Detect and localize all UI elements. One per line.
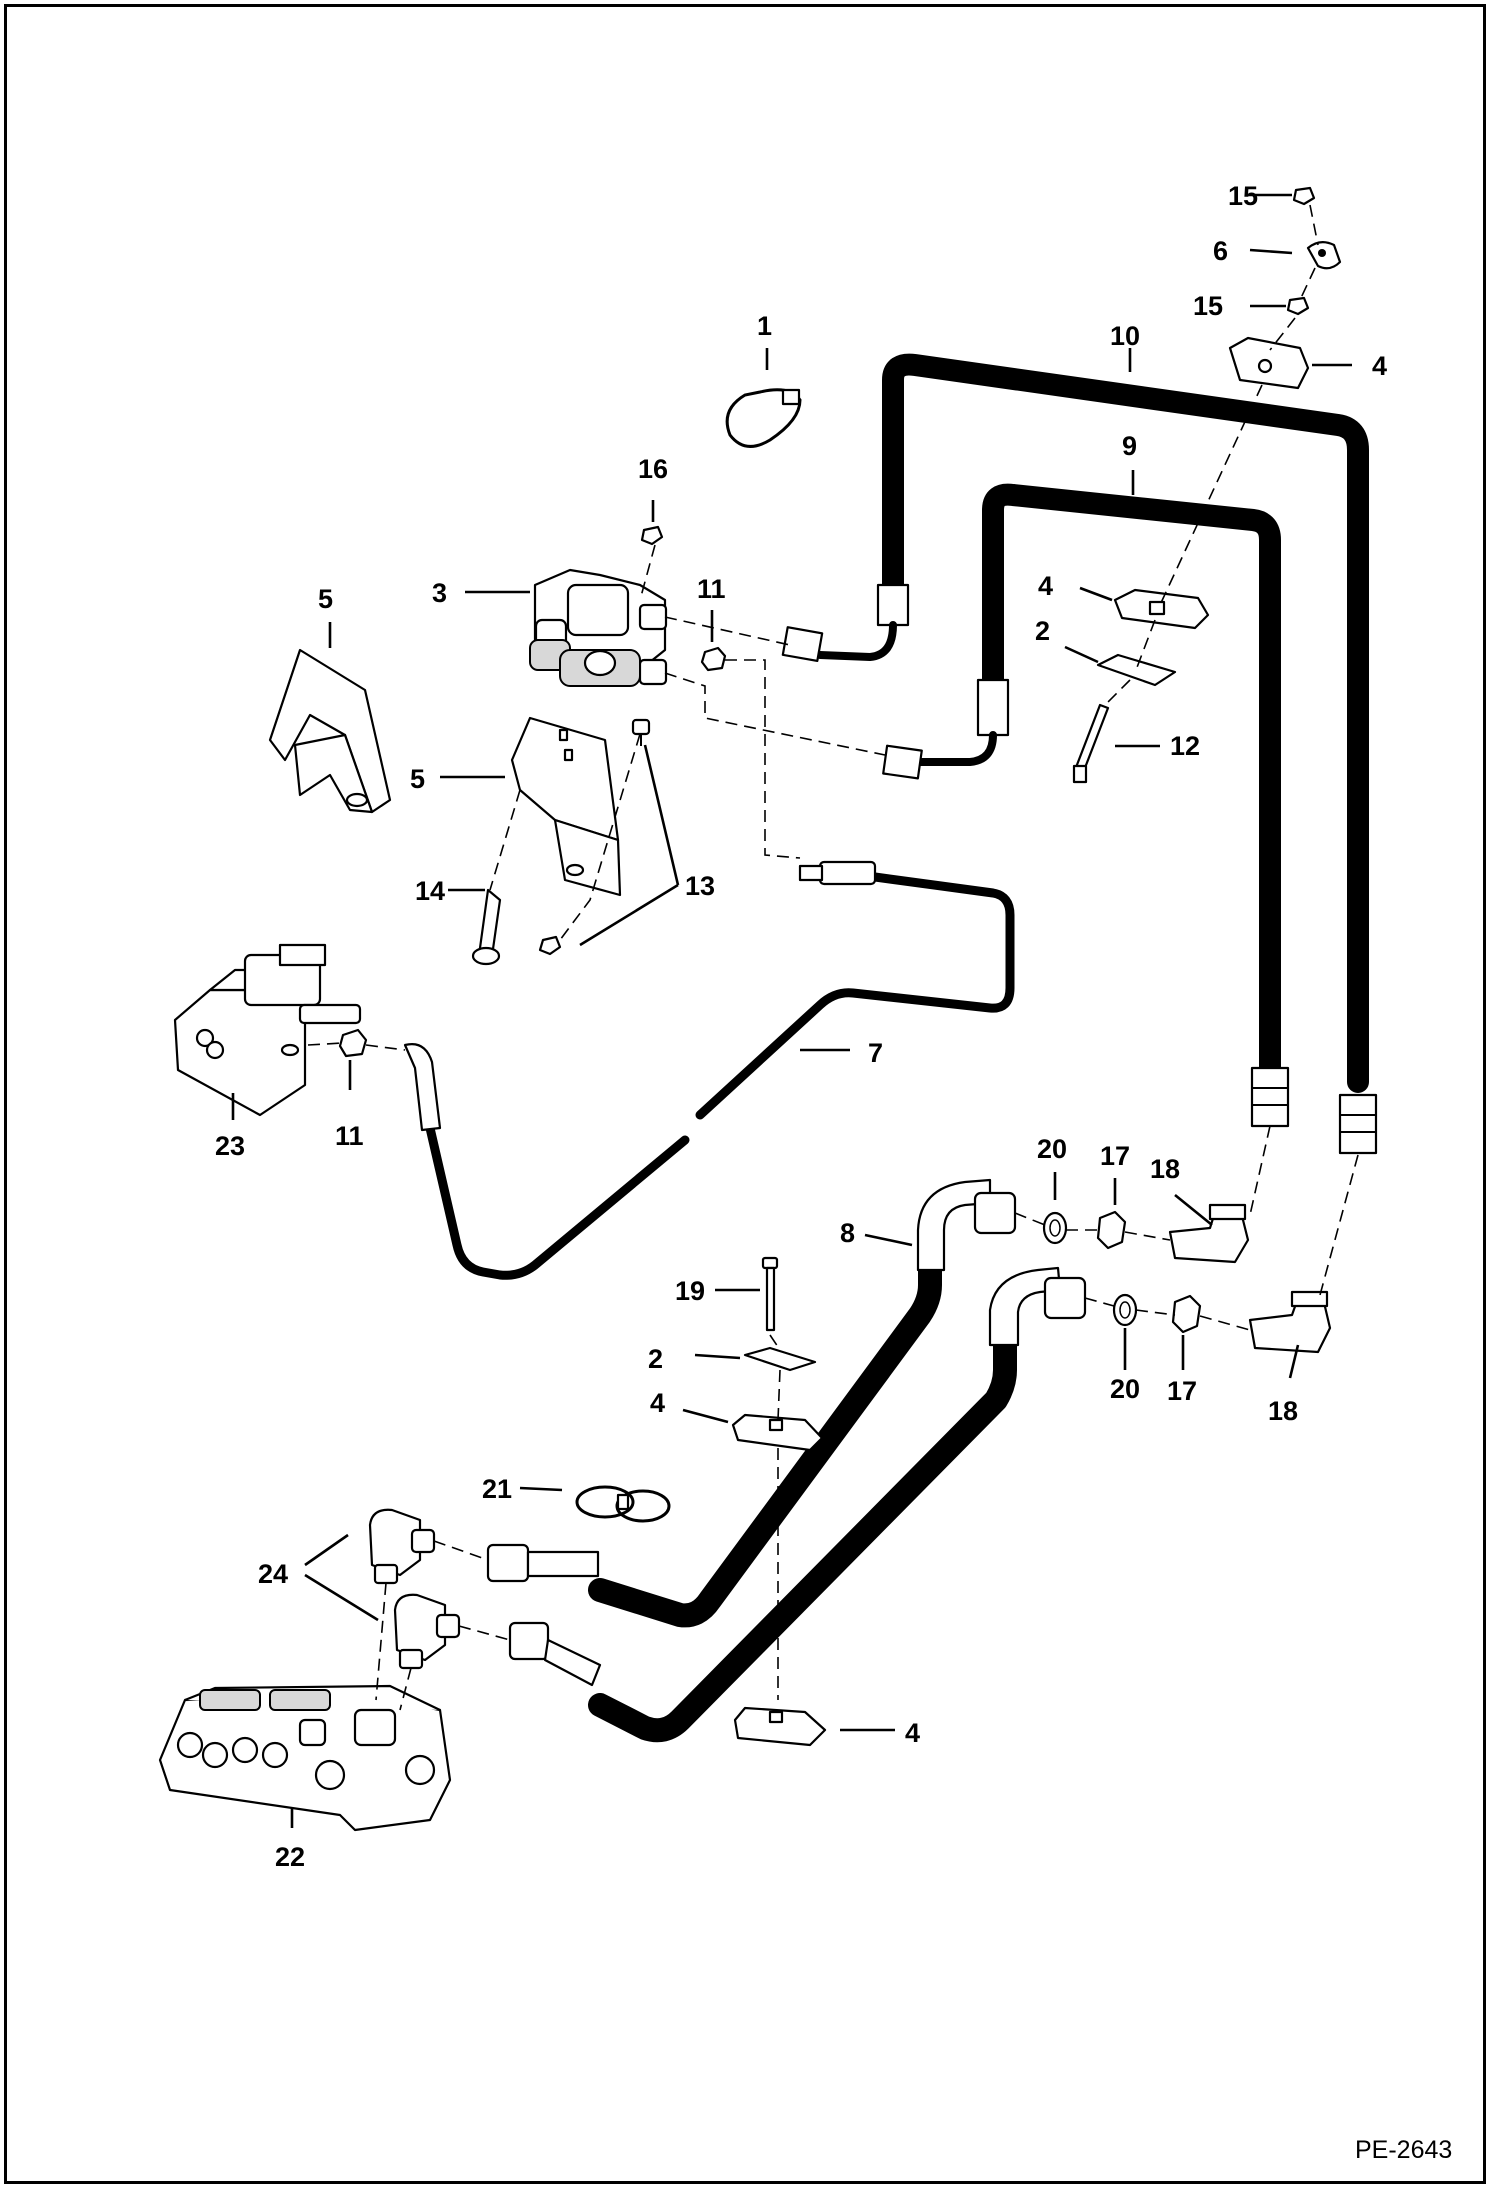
hose-9-end-fitting	[1250, 1066, 1290, 1128]
part-24-elbow-lower	[393, 1593, 461, 1670]
hose-8	[588, 1256, 942, 1628]
callout-2: 2	[648, 1344, 663, 1374]
callout-15: 15	[1228, 181, 1258, 211]
callout-1: 1	[757, 311, 772, 341]
part-2-plate-mid	[1096, 653, 1177, 687]
hose-second-elbow	[988, 1266, 1087, 1347]
callout-22: 22	[275, 1842, 305, 1872]
hose-7-lower	[425, 1123, 690, 1280]
hose-10	[882, 353, 1369, 1093]
part-4-clamp-lower	[731, 1413, 824, 1452]
callout-4: 4	[650, 1388, 665, 1418]
callout-14: 14	[415, 876, 445, 906]
callout-13: 13	[685, 871, 715, 901]
part-14-bolt	[471, 888, 502, 966]
callout-18: 18	[1150, 1154, 1180, 1184]
callout-19: 19	[675, 1276, 705, 1306]
part-11-fitting-lower	[338, 1028, 368, 1058]
part-22-control-valve	[158, 1684, 452, 1832]
callout-7: 7	[868, 1038, 883, 1068]
part-13-bolt	[631, 718, 651, 746]
callout-9: 9	[1122, 431, 1137, 461]
part-15-nut-lower	[1286, 296, 1310, 316]
part-21-clamp	[575, 1485, 671, 1523]
callout-4: 4	[905, 1718, 920, 1748]
part-6-clip	[1306, 241, 1342, 270]
part-20-washer-lower	[1112, 1293, 1138, 1327]
part-4-clamp-top	[1228, 336, 1310, 390]
part-12-bolt	[1072, 703, 1110, 784]
callout-2: 2	[1035, 616, 1050, 646]
hose-10-end-fitting	[1338, 1093, 1378, 1155]
hose-second-low-fitting	[508, 1621, 602, 1687]
callout-17: 17	[1167, 1376, 1197, 1406]
hose-10-fitting	[781, 583, 910, 663]
callout-18: 18	[1268, 1396, 1298, 1426]
callout-15: 15	[1193, 291, 1223, 321]
hose-8-low-fitting	[486, 1543, 600, 1583]
hose-7-fitting	[798, 860, 877, 886]
hose-7	[695, 872, 1015, 1120]
part-3-valve	[529, 568, 668, 687]
part-5-bracket-left	[268, 648, 392, 814]
part-24-elbow-upper	[368, 1508, 436, 1585]
callout-8: 8	[840, 1218, 855, 1248]
callout-4: 4	[1372, 351, 1387, 381]
part-18-elbow-upper	[1168, 1203, 1250, 1264]
callout-11: 11	[335, 1121, 364, 1151]
callout-3: 3	[432, 578, 447, 608]
part-17-nut-upper	[1096, 1210, 1127, 1250]
callout-21: 21	[482, 1474, 512, 1504]
part-18-elbow-lower	[1248, 1290, 1332, 1354]
hose-8-elbow	[916, 1178, 1017, 1272]
callout-12: 12	[1170, 731, 1200, 761]
part-23-block	[173, 943, 362, 1117]
callout-4: 4	[1038, 571, 1053, 601]
part-11-fitting-top	[700, 646, 727, 672]
callout-5: 5	[318, 584, 333, 614]
part-4-clamp-bottom	[733, 1706, 827, 1747]
callout-6: 6	[1213, 236, 1228, 266]
callout-24: 24	[258, 1559, 288, 1589]
part-13-nut	[538, 935, 562, 956]
hose-9-fitting	[882, 678, 1010, 780]
callout-11: 11	[697, 574, 726, 604]
hose-lower-second	[588, 1328, 1017, 1743]
leader-lines	[231, 193, 1352, 1828]
figure-reference: PE-2643	[1355, 2136, 1452, 2164]
part-16-nut	[640, 525, 664, 546]
callout-5: 5	[410, 764, 425, 794]
part-20-washer-upper	[1042, 1211, 1068, 1245]
part-17-nut-lower	[1171, 1294, 1202, 1334]
callout-10: 10	[1110, 321, 1140, 351]
callout-17: 17	[1100, 1141, 1130, 1171]
alignment-lines	[307, 204, 1359, 1711]
part-4-clamp-mid	[1113, 588, 1210, 630]
part-19-bolt	[761, 1256, 779, 1332]
callout-labels: 1 2 2 3 4 4 4 4 5 5 6 7 8 9 10 11 11 12 …	[215, 181, 1387, 1872]
hose-7-lower-fitting	[403, 1043, 442, 1132]
part-5-bracket-right	[510, 716, 622, 897]
callout-16: 16	[638, 454, 668, 484]
part-1-clamp	[725, 388, 802, 448]
callout-20: 20	[1110, 1374, 1140, 1404]
part-15-nut-top	[1292, 186, 1316, 206]
hose-9	[982, 483, 1281, 1091]
callout-23: 23	[215, 1131, 245, 1161]
part-2-plate-lower	[743, 1346, 817, 1372]
callout-20: 20	[1037, 1134, 1067, 1164]
